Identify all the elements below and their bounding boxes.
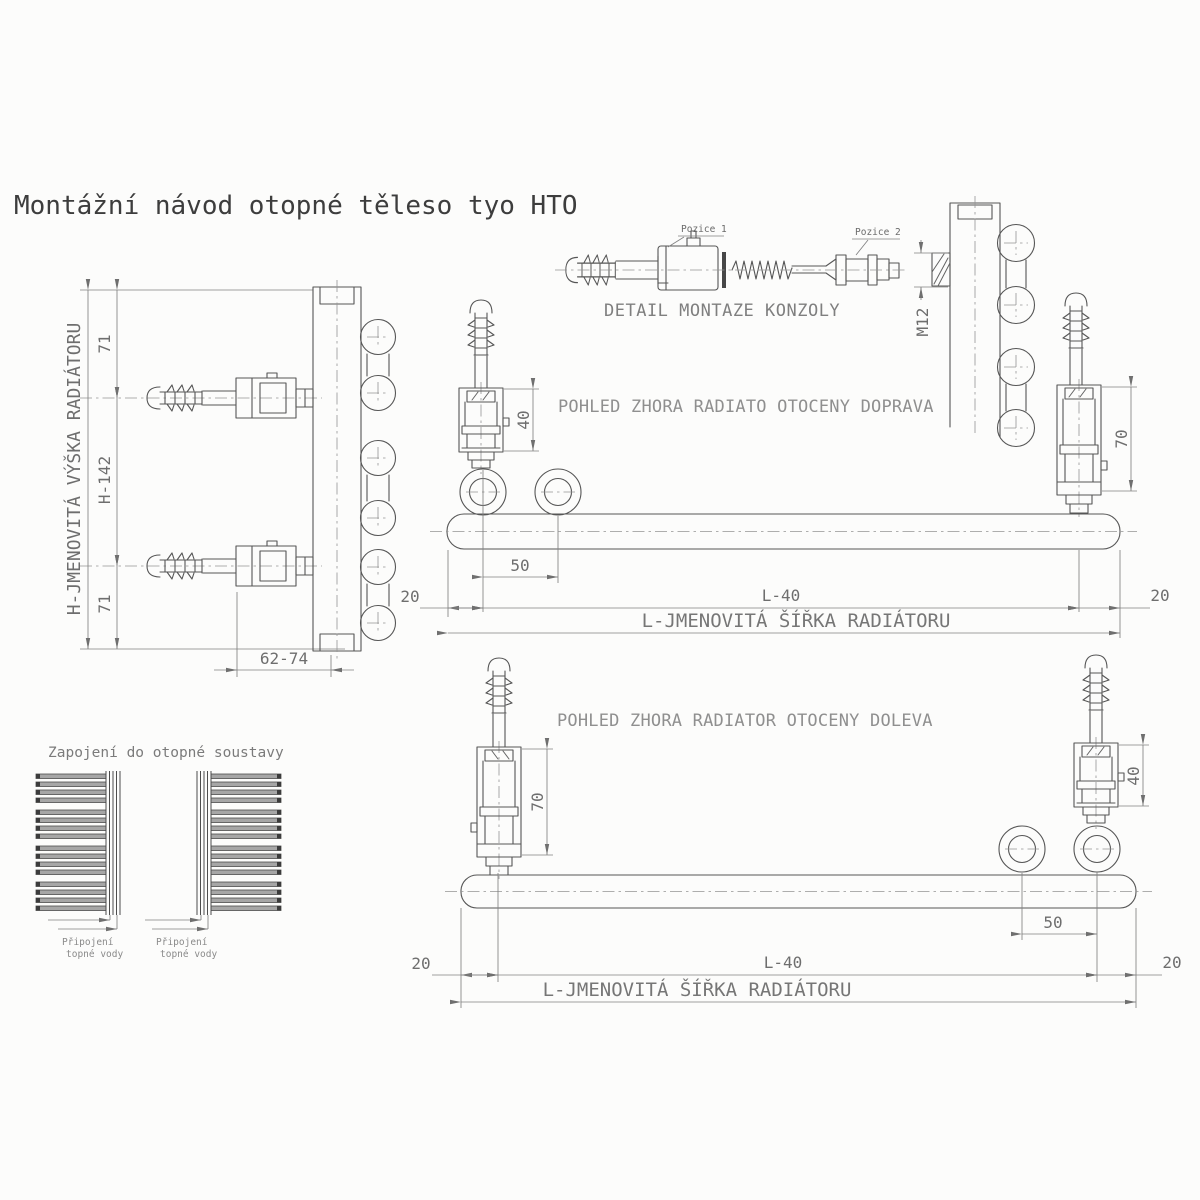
adjusting-nut bbox=[835, 254, 900, 286]
dim-l40-text: L-40 bbox=[762, 586, 801, 605]
tube-circles bbox=[459, 468, 582, 516]
view-right-caption: POHLED ZHORA RADIATO OTOCENY DOPRAVA bbox=[558, 397, 934, 417]
bracket-40-dimension: 40 bbox=[504, 377, 539, 452]
depth-dimension: 62-74 bbox=[214, 592, 354, 677]
top-view-turned-left: POHLED ZHORA RADIATOR OTOCENY DOLEVA 70 … bbox=[411, 654, 1182, 1008]
screw-shaft bbox=[791, 258, 837, 281]
dim-20-left: 20 bbox=[411, 954, 430, 973]
top-view-turned-right: POHLED ZHORA RADIATO OTOCENY DOPRAVA 40 … bbox=[400, 299, 1170, 638]
width-label: L-JMENOVITÁ ŠÍŘKA RADIÁTORU bbox=[642, 608, 951, 632]
dimensions: 50 20 L-40 20 L-JMENOVITÁ ŠÍŘKA RADIÁTOR… bbox=[411, 872, 1182, 1008]
dim-50-text: 50 bbox=[1043, 913, 1062, 932]
dim-71-top: 71 bbox=[95, 334, 114, 353]
m12-dimension: M12 bbox=[913, 240, 948, 336]
wall-tab bbox=[931, 252, 951, 287]
right-connection-label-line1: Připojení bbox=[156, 937, 208, 948]
radiator-side-view: H-JMENOVITÁ VÝŠKA RADIÁTORU 71 H-142 71 bbox=[63, 278, 397, 677]
right-connection-label-line2: topné vody bbox=[160, 949, 217, 960]
left-connection-label-line2: topné vody bbox=[66, 949, 123, 960]
pozice2-leader bbox=[855, 239, 869, 256]
height-label: H-JMENOVITÁ VÝŠKA RADIÁTORU bbox=[63, 323, 85, 616]
pozice1-label: Pozice 1 bbox=[681, 224, 727, 235]
console-detail-view: Pozice 1 Pozice 2 DETAIL MONTAZE KONZOLY bbox=[555, 224, 905, 321]
view-left-caption: POHLED ZHORA RADIATOR OTOCENY DOLEVA bbox=[557, 711, 933, 731]
connection-schematic: Zapojení do otopné soustavy Připojení to… bbox=[35, 745, 284, 960]
lower-bracket-assembly bbox=[146, 540, 314, 587]
upper-bracket-assembly bbox=[146, 372, 314, 419]
extension-lines bbox=[80, 289, 345, 650]
dim-71-bottom: 71 bbox=[95, 594, 114, 613]
bracket-40-dimension: 40 bbox=[1119, 733, 1149, 807]
radiator-column-top-view: M12 70 bbox=[913, 196, 1137, 518]
dim-40-text: 40 bbox=[514, 410, 533, 429]
label-underlines bbox=[678, 235, 900, 240]
bracket-70-dimension: 70 bbox=[522, 737, 553, 856]
dim-70-text: 70 bbox=[1112, 429, 1131, 448]
dim-50-text: 50 bbox=[510, 556, 529, 575]
pozice2-label: Pozice 2 bbox=[855, 227, 901, 238]
m12-dim-text: M12 bbox=[913, 308, 932, 337]
tube-sections-side bbox=[359, 318, 397, 642]
tube-sections bbox=[996, 223, 1036, 448]
radiator-symbol-right bbox=[145, 771, 282, 932]
dim-20-right: 20 bbox=[1162, 953, 1181, 972]
detail-caption: DETAIL MONTAZE KONZOLY bbox=[604, 301, 840, 321]
dim-20-left: 20 bbox=[400, 587, 419, 606]
console-body bbox=[657, 230, 719, 291]
bracket-70-dimension: 70 bbox=[1102, 375, 1137, 492]
anchor-stem bbox=[1069, 348, 1083, 386]
drawing-title: Montážní návod otopné těleso tyo HTO bbox=[14, 191, 578, 221]
dim-70-text: 70 bbox=[528, 792, 547, 811]
wall-anchor bbox=[1062, 292, 1090, 349]
right-bracket-assembly bbox=[1073, 654, 1125, 830]
left-bracket-assembly bbox=[470, 657, 522, 880]
radiator-profile bbox=[312, 280, 362, 659]
dim-62-74: 62-74 bbox=[260, 649, 308, 668]
dim-h142: H-142 bbox=[95, 456, 114, 504]
connection-heading: Zapojení do otopné soustavy bbox=[48, 745, 284, 761]
width-label: L-JMENOVITÁ ŠÍŘKA RADIÁTORU bbox=[543, 977, 852, 1001]
pozice1-leader bbox=[667, 236, 685, 248]
dim-20-right: 20 bbox=[1150, 586, 1169, 605]
dim-l40-text: L-40 bbox=[764, 953, 803, 972]
left-bracket-assembly bbox=[458, 299, 510, 475]
tube-circles bbox=[998, 825, 1121, 873]
radiator-symbol-left bbox=[35, 771, 121, 932]
mounting-bracket bbox=[1056, 378, 1108, 518]
left-connection-label-line1: Připojení bbox=[62, 937, 114, 948]
dim-40-text: 40 bbox=[1124, 766, 1143, 785]
dimensions: 50 20 L-40 20 L-JMENOVITÁ ŠÍŘKA RADIÁTOR… bbox=[400, 470, 1170, 638]
